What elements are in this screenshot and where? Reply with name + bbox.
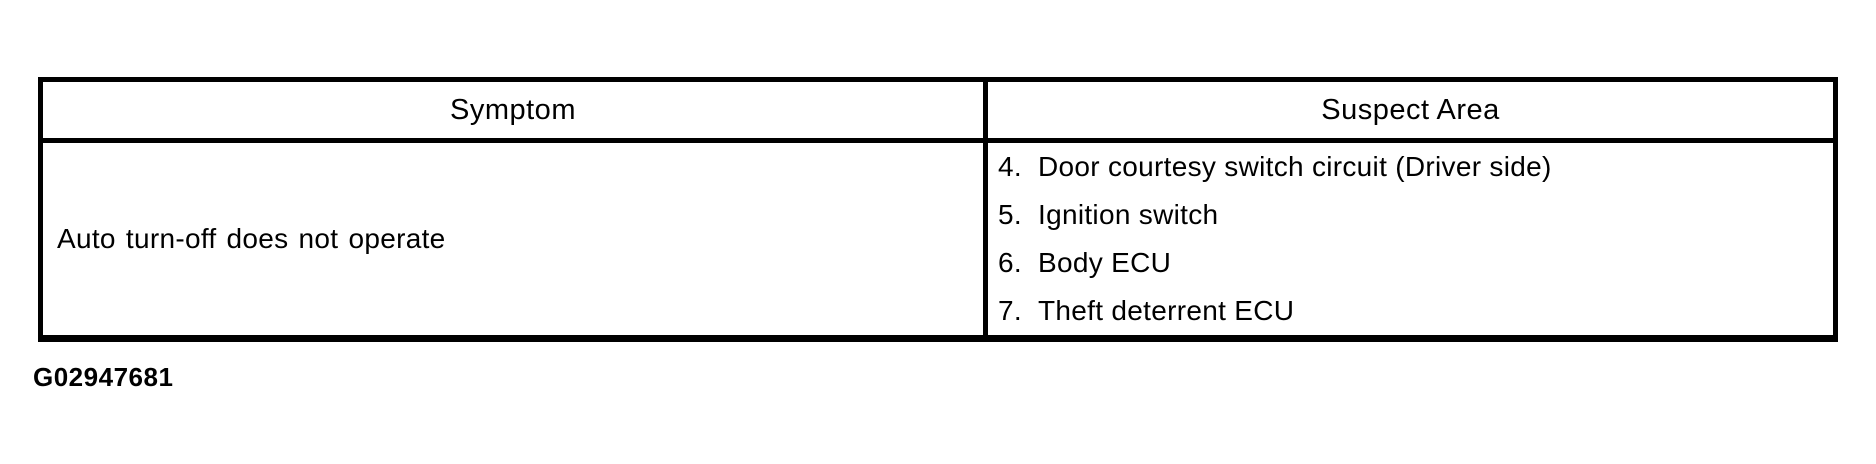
suspect-item-label: Door courtesy switch circuit (Driver sid… <box>1038 151 1552 182</box>
suspect-item-number: 7. <box>998 295 1022 326</box>
symptom-suspect-table: Symptom Suspect Area Auto turn-off does … <box>38 77 1838 342</box>
symptom-column-header: Symptom <box>43 82 988 138</box>
symptom-cell: Auto turn-off does not operate <box>43 143 988 335</box>
suspect-item-number: 6. <box>998 247 1022 278</box>
suspect-item: 6. Body ECU <box>998 239 1833 287</box>
suspect-item-label: Ignition switch <box>1038 199 1219 230</box>
suspect-item: 5. Ignition switch <box>998 191 1833 239</box>
table-header-row: Symptom Suspect Area <box>43 82 1833 143</box>
suspect-area-cell: 4. Door courtesy switch circuit (Driver … <box>988 143 1833 335</box>
suspect-item: 7. Theft deterrent ECU <box>998 287 1833 335</box>
suspect-item: 4. Door courtesy switch circuit (Driver … <box>998 143 1833 191</box>
suspect-item-number: 5. <box>998 199 1022 230</box>
suspect-area-column-header: Suspect Area <box>1321 93 1500 126</box>
figure-id: G02947681 <box>33 362 174 392</box>
table-row: Auto turn-off does not operate 4. Door c… <box>43 143 1833 335</box>
suspect-item-label: Body ECU <box>1038 247 1172 278</box>
suspect-item-number: 4. <box>998 151 1022 182</box>
suspect-item-label: Theft deterrent ECU <box>1038 295 1295 326</box>
